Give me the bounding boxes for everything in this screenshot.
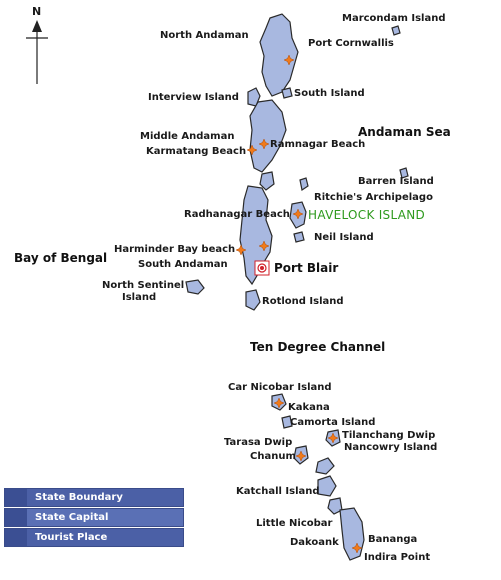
island-south <box>281 87 293 99</box>
label-port-cornwallis: Port Cornwallis <box>308 38 394 49</box>
label-kakana: Kakana <box>288 402 330 413</box>
label-north-andaman: North Andaman <box>160 30 249 41</box>
label-harminder-bay-beach: Harminder Bay beach <box>114 244 236 255</box>
compass-north-arrow <box>26 20 48 84</box>
legend-boundary-cell <box>5 489 27 506</box>
label-ritchie-archipelago: Ritchie's Archipelago <box>314 192 433 203</box>
legend-row-tourist-place: Tourist Place <box>4 528 184 547</box>
island-ritchie-small <box>299 177 309 191</box>
island-north-sentinel <box>185 279 205 295</box>
label-ramnagar-beach: Ramnagar Beach <box>270 139 366 150</box>
tourist-marker-havelock <box>292 208 304 220</box>
island-neil <box>293 231 305 243</box>
tourist-marker-harminder <box>235 244 247 256</box>
label-katchall: Katchall Island <box>236 486 320 497</box>
label-barren-island: Barren Island <box>358 176 434 187</box>
legend-state-boundary-label: State Boundary <box>35 492 123 503</box>
bay-of-bengal-label: Bay of Bengal <box>14 251 108 265</box>
capital-marker-port-blair <box>254 260 270 276</box>
island-great-nicobar <box>339 507 365 561</box>
legend-state-capital-label: State Capital <box>35 512 109 523</box>
label-north-sentinel-2: Island <box>122 292 157 303</box>
tourist-markers <box>235 54 363 554</box>
ten-degree-channel-label: Ten Degree Channel <box>250 340 386 354</box>
andaman-sea-label: Andaman Sea <box>358 125 451 139</box>
island-barren <box>399 167 409 179</box>
tourist-marker-port-cornwallis <box>283 54 295 66</box>
label-karmatang-beach: Karmatang Beach <box>146 146 247 157</box>
label-tarasa-dwip: Tarasa Dwip <box>224 437 293 448</box>
tourist-marker-chanum <box>295 450 307 462</box>
island-camorta <box>281 415 293 429</box>
label-chanum: Chanum <box>250 451 296 462</box>
tourist-marker-ramnagar <box>258 138 270 150</box>
label-rotlond-island: Rotlond Island <box>262 296 344 307</box>
label-middle-andaman: Middle Andaman <box>140 131 235 142</box>
label-radhanagar-beach: Radhanagar Beach <box>184 209 290 220</box>
label-marcondam: Marcondam Island <box>342 13 446 24</box>
label-little-nicobar: Little Nicobar <box>256 518 333 529</box>
label-tilanchang: Tilanchang Dwip <box>342 430 436 441</box>
label-port-blair: Port Blair <box>274 261 339 275</box>
island-north-andaman <box>259 13 299 97</box>
island-middle-andaman <box>249 99 287 173</box>
label-bananga: Bananga <box>368 534 418 545</box>
legend-capital-cell <box>5 509 27 526</box>
compass-n-label: N <box>32 5 42 18</box>
label-neil-island: Neil Island <box>314 232 374 243</box>
label-south-island: South Island <box>294 88 365 99</box>
island-katchall <box>317 475 337 497</box>
map-legend: State Boundary State Capital Tourist Pla… <box>4 488 184 548</box>
label-dakoank: Dakoank <box>290 537 339 548</box>
tourist-marker-kakana <box>273 397 285 409</box>
label-car-nicobar: Car Nicobar Island <box>228 382 332 393</box>
tourist-marker-tilanchang <box>327 432 339 444</box>
tourist-marker-karmatang <box>246 144 258 156</box>
legend-tourist-cell <box>5 529 27 546</box>
label-interview-island: Interview Island <box>148 92 239 103</box>
legend-row-state-boundary: State Boundary <box>4 488 184 507</box>
island-nancowry <box>315 457 335 475</box>
island-interview <box>247 87 261 107</box>
label-south-andaman: South Andaman <box>138 259 228 270</box>
legend-row-state-capital: State Capital <box>4 508 184 527</box>
label-nancowry: Nancowry Island <box>344 442 438 453</box>
island-marcondam <box>391 25 401 36</box>
label-north-sentinel-1: North Sentinel <box>102 280 185 291</box>
island-little-nicobar <box>327 497 343 515</box>
tourist-marker-indira-point <box>351 542 363 554</box>
label-camorta: Camorta Island <box>290 417 376 428</box>
legend-tourist-place-label: Tourist Place <box>35 532 108 543</box>
tourist-marker-south-andaman <box>258 240 270 252</box>
island-rotlond <box>245 289 261 311</box>
label-havelock-island: HAVELOCK ISLAND <box>308 208 426 222</box>
label-indira-point: Indira Point <box>364 552 431 563</box>
island-baratang <box>259 171 275 191</box>
